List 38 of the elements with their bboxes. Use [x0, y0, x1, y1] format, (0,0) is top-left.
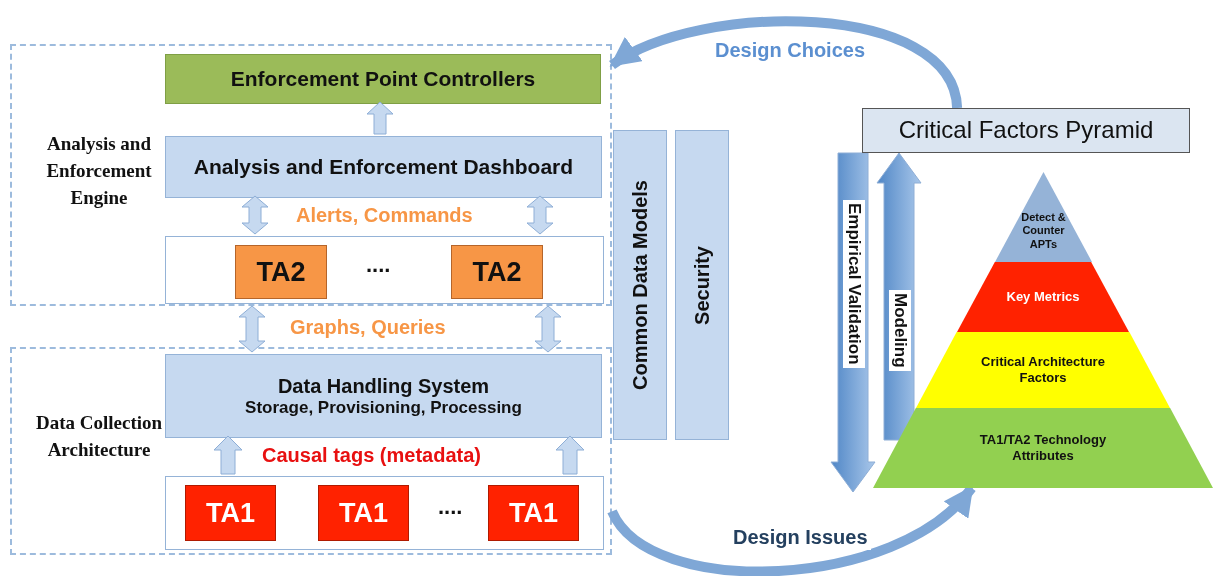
group-title: Analysis and Enforcement Engine: [45, 132, 153, 210]
pyramid-layer: Detect & Counter APTs: [995, 172, 1092, 262]
group-panel: [10, 347, 612, 555]
arrow: [238, 305, 266, 353]
arrow: [555, 435, 585, 475]
arrow: [534, 305, 562, 353]
ellipsis: ....: [438, 494, 463, 520]
process-box: Enforcement Point Controllers: [165, 54, 601, 104]
component-box: TA2: [235, 245, 327, 299]
vertical-bar: Common Data Models: [613, 130, 667, 440]
arrow: [609, 16, 962, 110]
component-box: TA2: [451, 245, 543, 299]
title-box: Critical Factors Pyramid: [862, 108, 1190, 153]
flow-label: Causal tags (metadata): [262, 444, 481, 467]
container-box: [165, 476, 604, 550]
box-heading: Data Handling System: [277, 374, 490, 398]
process-box: [165, 354, 602, 438]
ellipsis: ....: [366, 252, 391, 278]
component-box: TA1: [318, 485, 409, 541]
arrow: [241, 195, 269, 235]
arrow: [526, 195, 554, 235]
group-panel: [10, 44, 612, 306]
flow-label: Graphs, Queries: [290, 316, 446, 339]
pyramid-layer: Critical Architecture Factors: [916, 332, 1170, 408]
arrow: [366, 101, 394, 135]
pyramid-layer: Key Metrics: [957, 262, 1129, 332]
component-box: TA1: [185, 485, 276, 541]
edge-label: Modeling: [889, 290, 911, 371]
group-title: Data Collection Architecture: [34, 411, 164, 462]
vertical-bar: Security: [675, 130, 729, 440]
edge-label: Empirical Validation: [843, 200, 865, 368]
arrow: [213, 435, 243, 475]
container-box: [165, 236, 604, 304]
pyramid-layer: TA1/TA2 Technology Attributes: [873, 408, 1213, 488]
flow-label: Alerts, Commands: [296, 204, 473, 227]
process-box: Analysis and Enforcement Dashboard: [165, 136, 602, 198]
component-box: TA1: [488, 485, 579, 541]
box-subtitle: Storage, Provisioning, Processing: [245, 397, 522, 418]
